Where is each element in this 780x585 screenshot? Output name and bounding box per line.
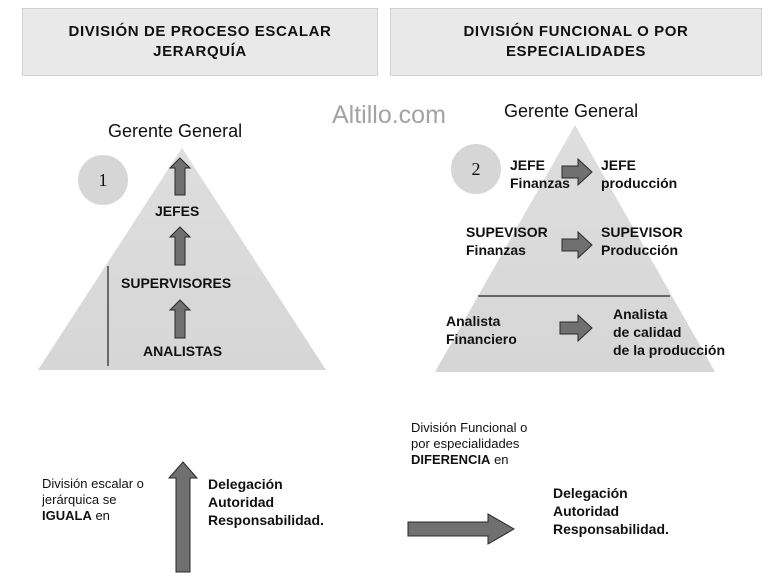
big-right-arrow xyxy=(407,513,516,545)
row3-to: Analista de calidad de la producción xyxy=(613,306,726,358)
up-arrow-jefes xyxy=(168,157,192,196)
right-step-number: 2 xyxy=(451,144,501,194)
left-step-number: 1 xyxy=(78,155,128,205)
watermark: Altillo.com xyxy=(332,101,446,129)
left-footer-concepts: Delegación Autoridad Responsabilidad. xyxy=(208,476,324,528)
left-footer-intro: División escalar o jerárquica se xyxy=(42,476,144,507)
up-arrow-analistas xyxy=(168,299,192,339)
right-footer-text: División Funcional o por especialidades … xyxy=(411,420,527,468)
left-top-label: Gerente General xyxy=(108,121,243,141)
up-arrow-supervisores xyxy=(168,226,192,266)
right-footer-end: en xyxy=(490,452,509,467)
left-header: DIVISIÓN DE PROCESO ESCALAR JERARQUÍA xyxy=(22,8,378,76)
left-footer-end: en xyxy=(91,508,110,523)
right-top-label: Gerente General xyxy=(504,101,639,121)
row2-to: SUPEVISOR Producción xyxy=(601,224,683,258)
right-footer-intro: División Funcional o por especialidades xyxy=(411,420,528,451)
right-arrow-supervisor xyxy=(561,230,593,260)
left-footer-bold: IGUALA xyxy=(42,508,92,523)
level-analistas: ANALISTAS xyxy=(143,343,223,359)
row2-from: SUPEVISOR Finanzas xyxy=(466,224,548,258)
left-footer-text: División escalar o jerárquica se IGUALA … xyxy=(42,476,144,524)
row3-from: Analista Financiero xyxy=(446,313,517,347)
row1-from: JEFE Finanzas xyxy=(510,157,570,191)
right-footer-bold: DIFERENCIA xyxy=(411,452,491,467)
right-arrow-jefe xyxy=(561,157,593,187)
level-supervisores: SUPERVISORES xyxy=(121,275,232,291)
right-footer-concepts: Delegación Autoridad Responsabilidad. xyxy=(553,485,669,537)
level-jefes: JEFES xyxy=(155,203,200,219)
right-header: DIVISIÓN FUNCIONAL O POR ESPECIALIDADES xyxy=(390,8,762,76)
big-up-arrow xyxy=(167,461,199,573)
row1-to: JEFE producción xyxy=(601,157,678,191)
right-arrow-analista xyxy=(559,313,593,343)
